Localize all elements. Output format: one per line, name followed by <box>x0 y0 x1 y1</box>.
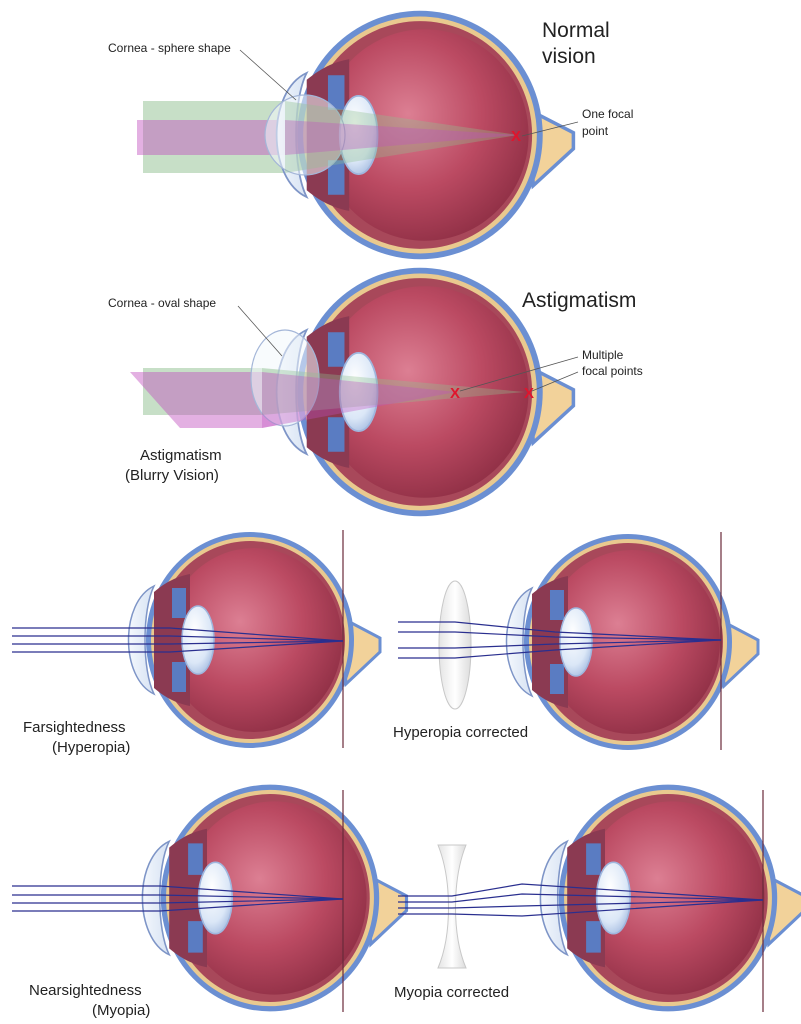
focal-leader-line-1 <box>459 356 579 392</box>
cornea-oval <box>250 329 320 427</box>
light-rays <box>398 883 764 917</box>
myopia-corrected-caption: Myopia corrected <box>394 984 509 1001</box>
myopia-caption-2: (Myopia) <box>92 1002 150 1019</box>
cornea-leader-line <box>239 49 297 101</box>
cornea-oval-label: Cornea - oval shape <box>108 296 216 310</box>
myopia-caption-1: Nearsightedness <box>29 982 142 999</box>
multiple-focal-label-1: Multiple <box>582 348 624 362</box>
light-rays <box>12 627 344 653</box>
hyperopia-caption-1: Farsightedness <box>23 719 126 736</box>
focal-leader-line-2 <box>531 371 579 392</box>
focal-point-marker-2: X <box>524 385 534 402</box>
light-rays <box>12 885 344 912</box>
astigmatism-title: Astigmatism <box>522 289 636 312</box>
hyperopia-caption-2: (Hyperopia) <box>52 739 130 756</box>
convex-lens <box>438 580 472 710</box>
concave-lens <box>437 844 467 969</box>
multiple-focal-label-2: focal points <box>582 364 643 378</box>
light-rays <box>398 621 722 659</box>
hyperopia-corrected-caption: Hyperopia corrected <box>393 724 528 741</box>
focal-point-marker: X <box>511 128 521 145</box>
hyperopia-panel: Farsightedness (Hyperopia) <box>12 530 382 756</box>
myopia-panel: Nearsightedness (Myopia) <box>12 783 409 1019</box>
normal-vision-title-2: vision <box>542 45 596 68</box>
astigmatism-caption-2: (Blurry Vision) <box>125 467 219 484</box>
focal-point-marker-1: X <box>450 385 460 402</box>
focal-leader-line <box>521 121 579 137</box>
cornea-leader-line <box>237 305 283 357</box>
hyperopia-eye <box>127 530 382 750</box>
hyperopia-corrected-panel: Hyperopia corrected <box>393 532 760 752</box>
cornea-sphere-label: Cornea - sphere shape <box>108 41 231 55</box>
astigmatism-caption-1: Astigmatism <box>140 447 222 464</box>
normal-vision-title-1: Normal <box>542 19 610 42</box>
one-focal-label-2: point <box>582 124 609 138</box>
cornea-sphere <box>264 94 346 176</box>
normal-vision-panel: Cornea - sphere shape Normal vision One … <box>108 9 633 261</box>
one-focal-label-1: One focal <box>582 107 633 121</box>
astigmatism-panel: Cornea - oval shape Astigmatism Multiple… <box>108 266 643 518</box>
myopia-corrected-panel: Myopia corrected <box>394 783 801 1013</box>
